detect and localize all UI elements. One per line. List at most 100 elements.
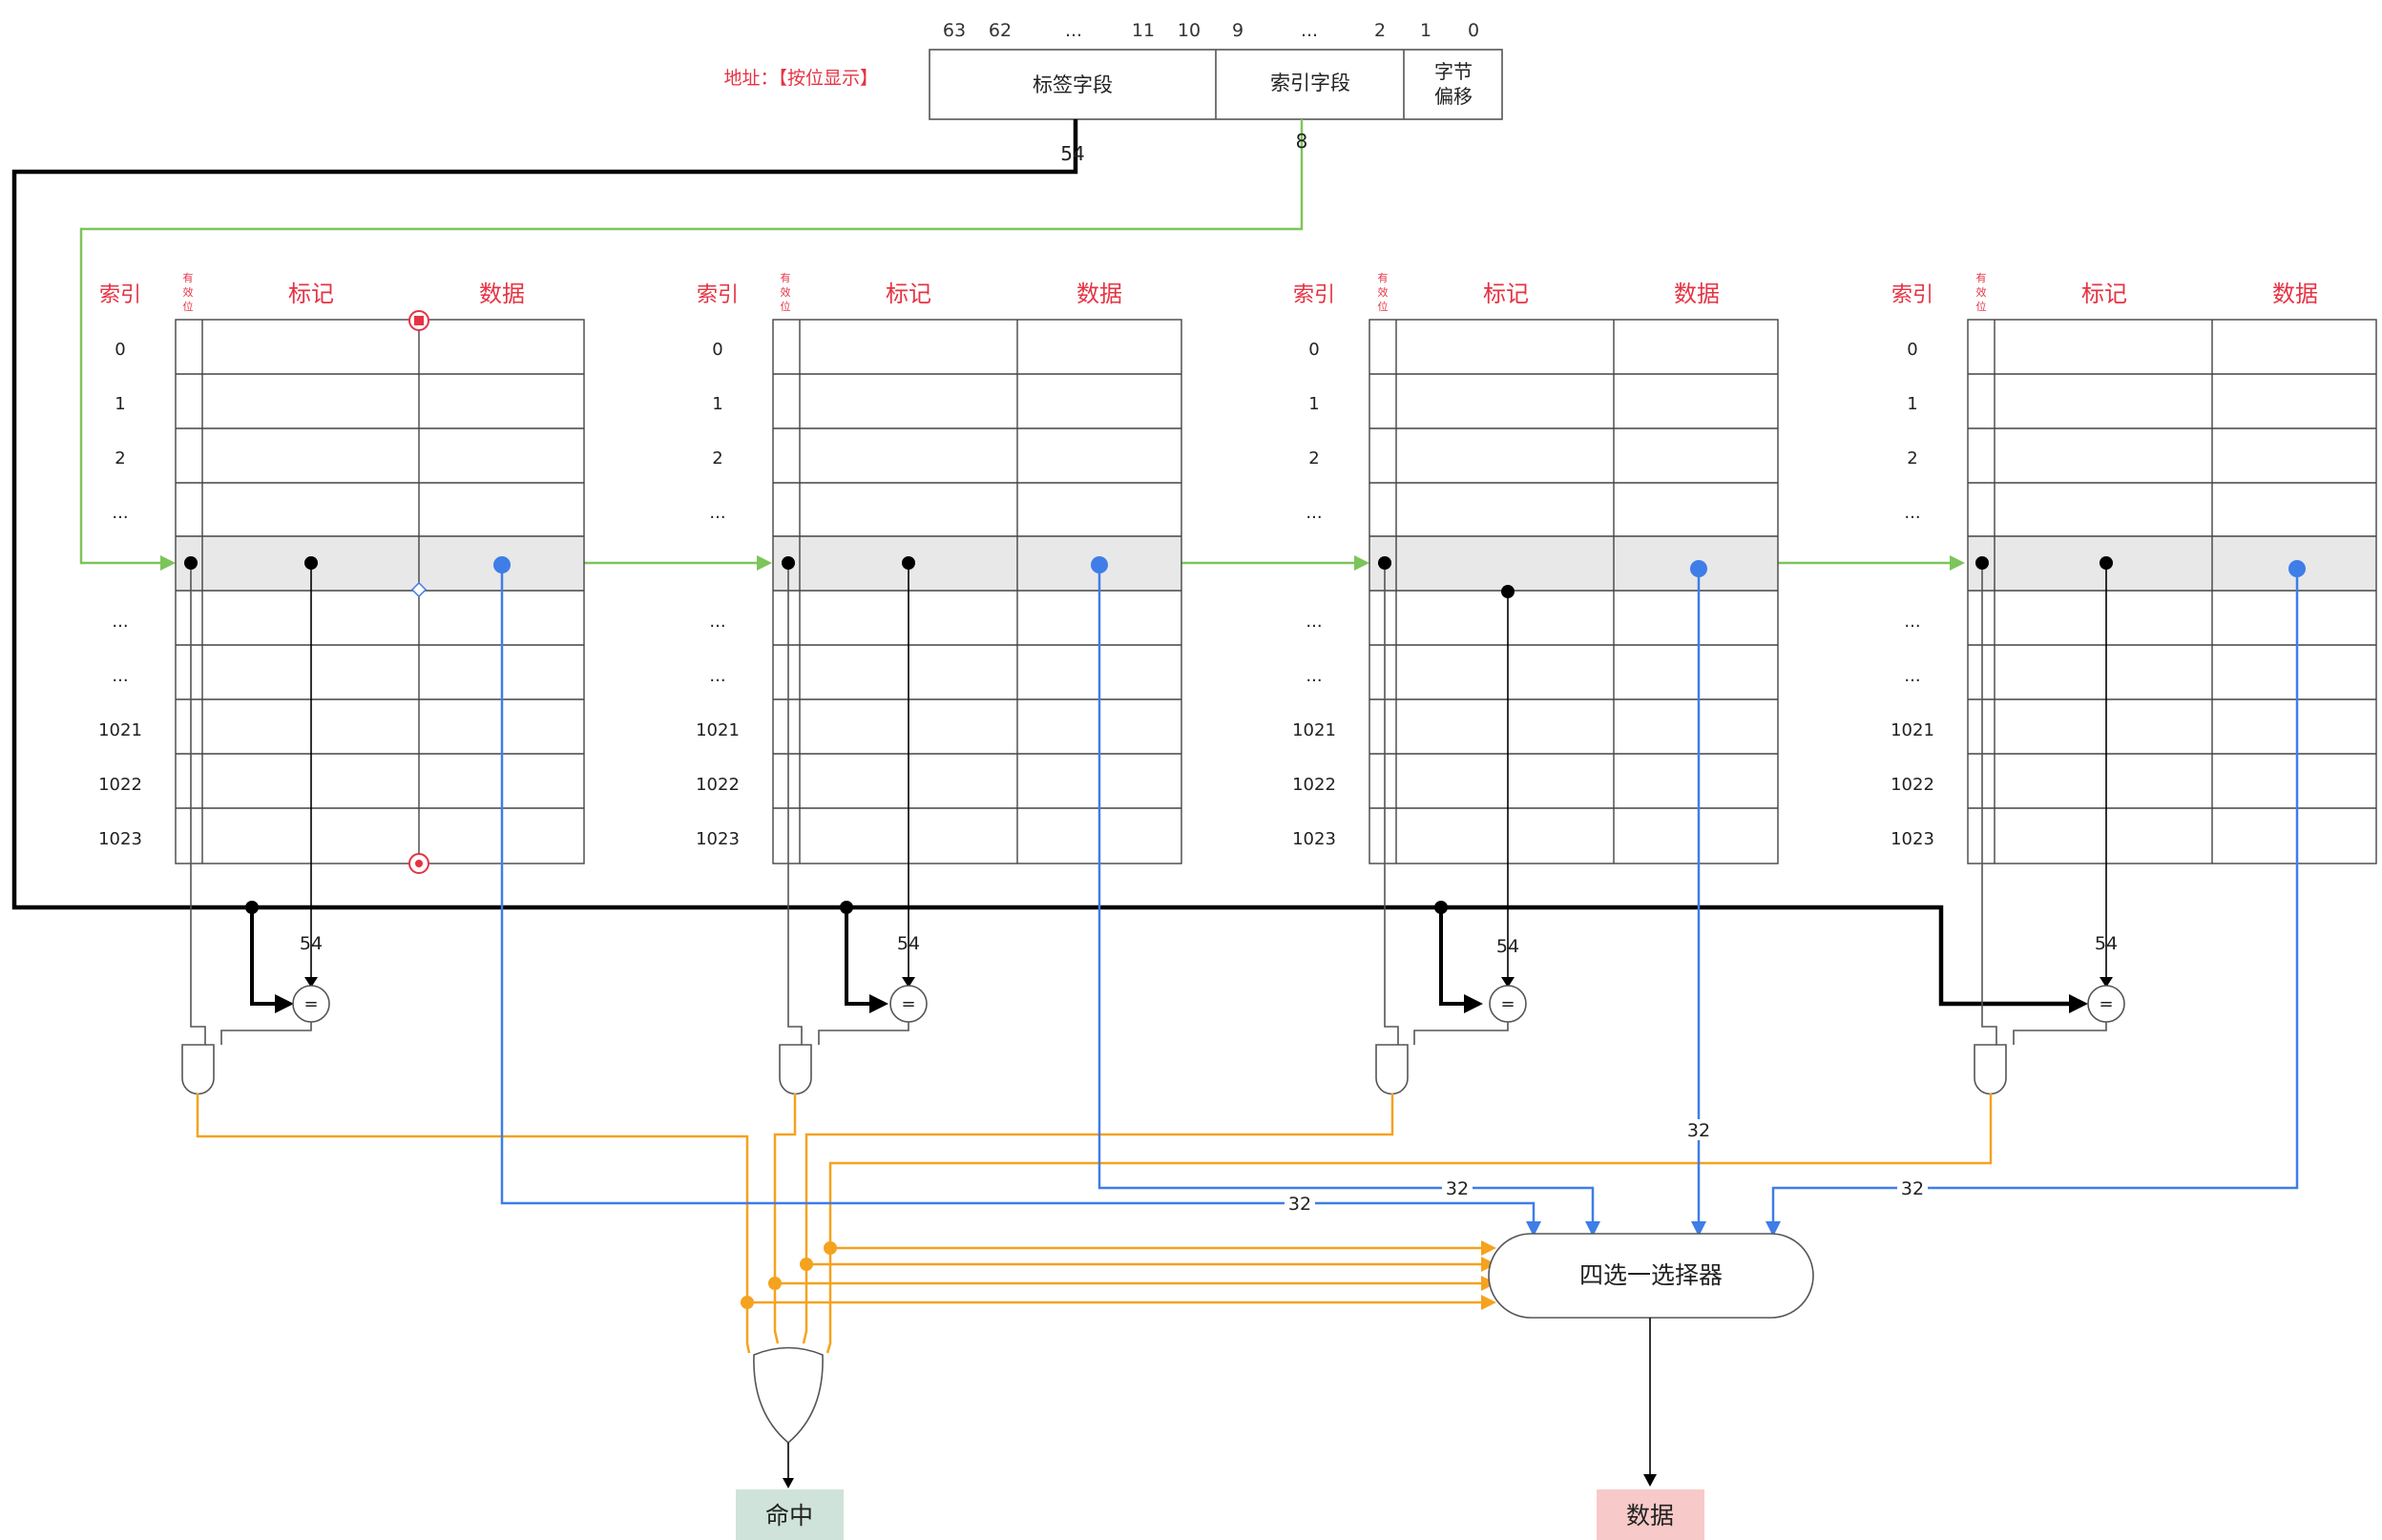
table-grid xyxy=(1967,319,2377,864)
header-valid-3: 位 xyxy=(1378,300,1389,313)
header-data: 数据 xyxy=(1076,281,1122,307)
row-label: 1022 xyxy=(696,775,740,795)
row-labels: 0 1 2 ... ... ... 1021 1022 1023 xyxy=(1891,340,1934,849)
tag-dot xyxy=(902,556,915,570)
row-label: 2 xyxy=(1308,448,1319,468)
and-gate xyxy=(181,1044,215,1095)
header-tag: 标记 xyxy=(886,281,931,307)
bit-10: 10 xyxy=(1178,20,1201,41)
header-data: 数据 xyxy=(479,281,525,307)
valid-line xyxy=(190,563,206,1045)
header-valid-2: 效 xyxy=(183,285,194,299)
tag-arrowhead xyxy=(304,977,318,988)
index-bus-arrowheads xyxy=(160,555,1965,571)
address-label: 地址：【按位显示】 xyxy=(723,68,878,89)
red-marker-top xyxy=(408,310,429,331)
cache-way-1: 索引 有 效 位 标记 数据 0 1 2 ... ... ... 1021 10… xyxy=(98,271,585,1095)
row-label: 2 xyxy=(1907,448,1917,468)
row-label: 1 xyxy=(115,394,125,414)
bit-2: 2 xyxy=(1374,20,1386,41)
row-label: ... xyxy=(1306,666,1322,686)
compare-width: 54 xyxy=(300,933,323,954)
comparator-symbol: = xyxy=(901,994,915,1014)
valid-dot xyxy=(1378,556,1391,570)
data-wires xyxy=(500,565,2299,1226)
row-label: 1023 xyxy=(696,829,740,849)
header-valid-1: 有 xyxy=(781,271,791,284)
header-tag: 标记 xyxy=(2081,281,2127,307)
tag-arrowhead xyxy=(1501,977,1515,988)
row-label: ... xyxy=(709,666,725,686)
and-gate xyxy=(1974,1044,2007,1095)
selected-row xyxy=(176,536,584,591)
tag-dot xyxy=(2100,556,2113,570)
table-grid xyxy=(1369,319,1779,864)
tag-bus-arrowheads xyxy=(275,994,2088,1013)
comparator-symbol: = xyxy=(303,994,318,1014)
header-valid-3: 位 xyxy=(781,300,791,313)
comparator-output xyxy=(1413,1022,1509,1045)
header-tag: 标记 xyxy=(1483,281,1529,307)
header-valid-2: 效 xyxy=(1976,285,1987,299)
comparator-symbol: = xyxy=(1500,994,1515,1014)
header-valid-2: 效 xyxy=(781,285,791,299)
cache-way-3: 索引 有 效 位 标记 数据 0 1 2 ... ... ... 1021 10… xyxy=(1292,271,1779,1095)
bit-1: 1 xyxy=(1420,20,1431,41)
row-label: ... xyxy=(112,666,128,686)
row-label: 1 xyxy=(712,394,722,414)
hit-output-label: 命中 xyxy=(765,1502,813,1530)
bit-number-labels: 63 62 ... 11 10 9 ... 2 1 0 xyxy=(943,20,1479,41)
data-wire-arrowheads xyxy=(1526,1221,1781,1237)
index-bus xyxy=(79,119,1952,565)
offset-field-label-1: 字节 xyxy=(1434,60,1473,83)
comparator-output xyxy=(818,1022,909,1045)
tag-arrowhead xyxy=(902,977,915,988)
row-label: 0 xyxy=(712,340,722,360)
cache-way-2: 索引 有 效 位 标记 数据 0 1 2 ... ... ... 1021 10… xyxy=(696,271,1182,1095)
row-label: ... xyxy=(709,612,725,632)
row-label: 1 xyxy=(1907,394,1917,414)
valid-dot xyxy=(782,556,795,570)
header-valid-1: 有 xyxy=(1378,271,1389,284)
valid-dot xyxy=(1975,556,1989,570)
header-index: 索引 xyxy=(1891,283,1933,307)
compare-width: 54 xyxy=(2095,933,2118,954)
comparator-output xyxy=(2013,1022,2107,1045)
header-valid-2: 效 xyxy=(1378,285,1389,299)
row-label: 1022 xyxy=(98,775,142,795)
offset-field-label-2: 偏移 xyxy=(1434,85,1473,108)
mux xyxy=(1488,1233,1814,1319)
tag-bus-junctions xyxy=(245,901,1448,914)
bit-ellipsis-2: ... xyxy=(1301,20,1318,41)
row-label: ... xyxy=(1306,612,1322,632)
row-label: 1022 xyxy=(1292,775,1336,795)
way3-width: 32 xyxy=(1687,1120,1710,1141)
bit-9: 9 xyxy=(1232,20,1243,41)
cache-way-4: 索引 有 效 位 标记 数据 0 1 2 ... ... ... 1021 10… xyxy=(1891,271,2377,1095)
or-gate xyxy=(753,1346,824,1445)
table-grid xyxy=(772,319,1182,864)
tag-bus xyxy=(11,119,2080,1007)
way1-width: 32 xyxy=(1288,1194,1311,1215)
header-valid-1: 有 xyxy=(183,271,194,284)
row-label: 1021 xyxy=(1891,720,1934,740)
valid-line xyxy=(1384,563,1399,1045)
valid-line xyxy=(1981,563,1997,1045)
comparator-symbol: = xyxy=(2099,994,2113,1014)
tag-arrowhead xyxy=(2100,977,2113,988)
data-output-label: 数据 xyxy=(1626,1502,1674,1530)
compare-width: 54 xyxy=(897,933,920,954)
row-label: ... xyxy=(112,503,128,523)
row-labels: 0 1 2 ... ... ... 1021 1022 1023 xyxy=(1292,340,1336,849)
comparator-output xyxy=(220,1022,312,1045)
header-index: 索引 xyxy=(1293,283,1335,307)
row-label: 2 xyxy=(712,448,722,468)
compare-width: 54 xyxy=(1496,936,1519,957)
valid-line xyxy=(787,563,803,1045)
row-label: ... xyxy=(1904,612,1920,632)
red-marker-bottom xyxy=(408,853,429,874)
address-register: 地址：【按位显示】 63 62 ... 11 10 9 ... 2 1 0 标签… xyxy=(723,20,1503,120)
index-width-label: 8 xyxy=(1296,130,1308,153)
mux-output-arrowhead xyxy=(1643,1474,1657,1487)
